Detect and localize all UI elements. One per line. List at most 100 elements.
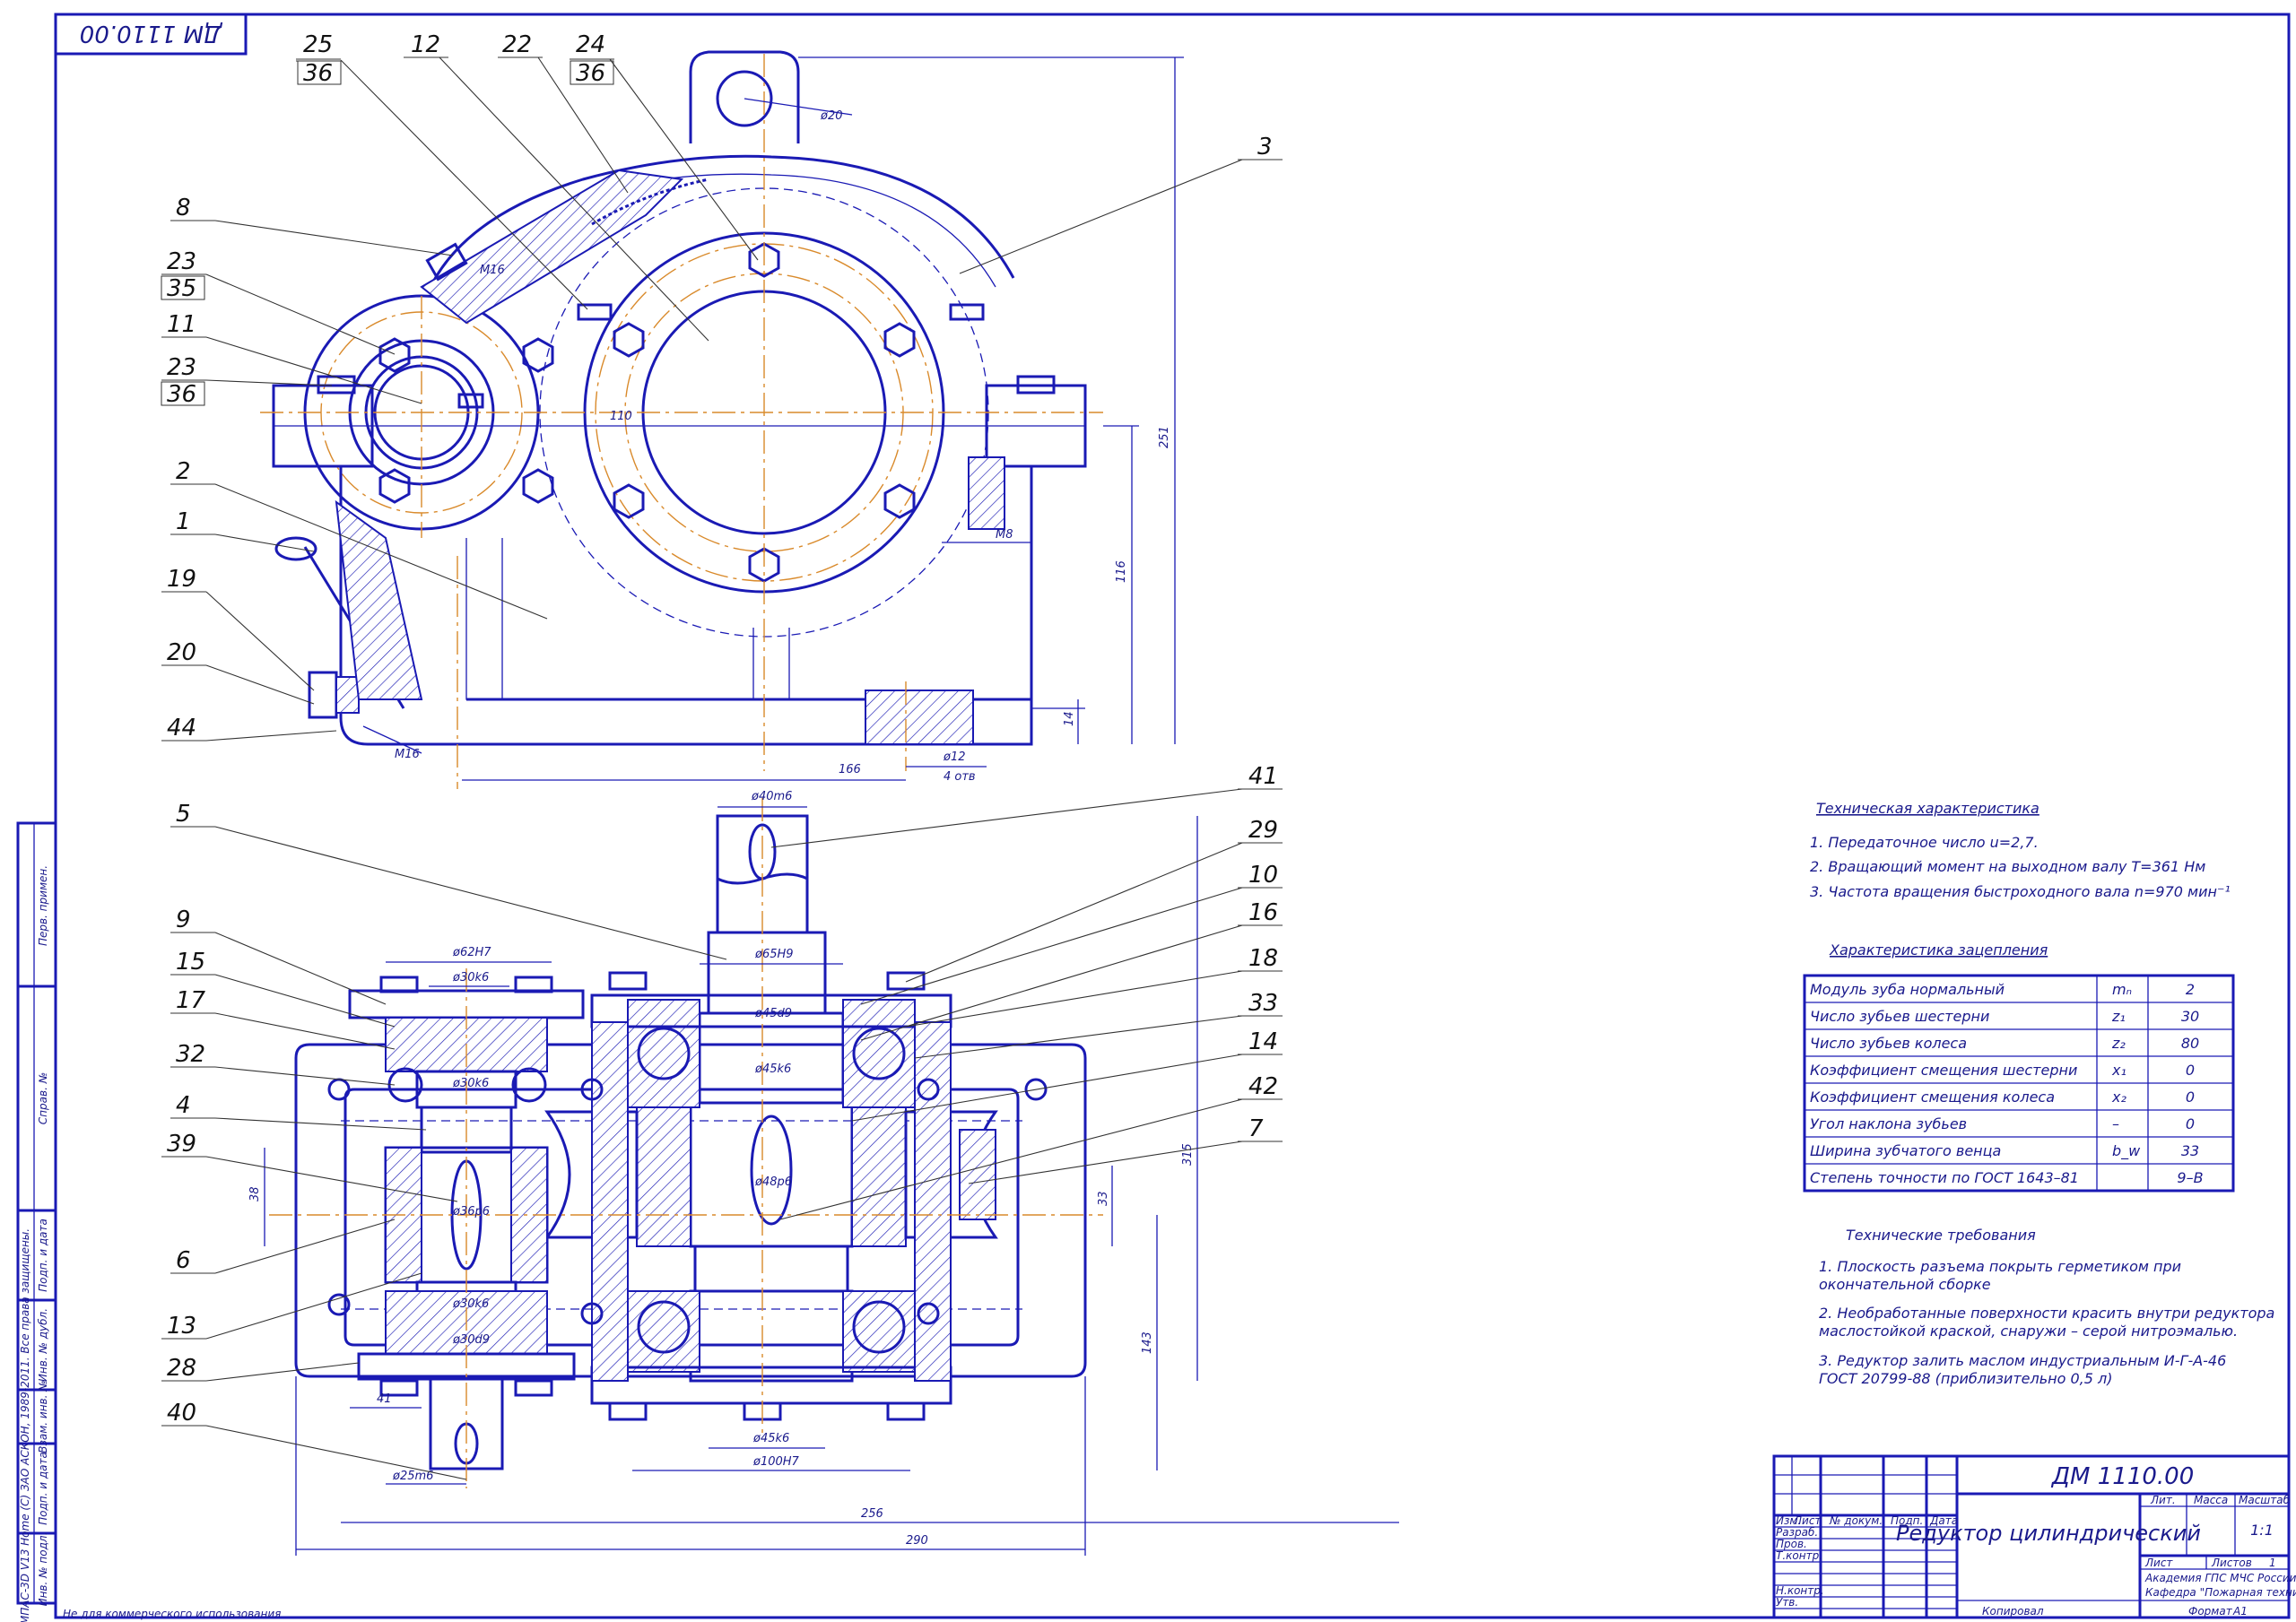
mesh-name: Ширина зубчатого венца: [1810, 1142, 2001, 1159]
dim-d100H7: ø100H7: [752, 1455, 800, 1469]
dim-251: 251: [1158, 426, 1171, 448]
pos-18: 18: [1248, 945, 1278, 972]
table-row: Ширина зубчатого венца b_w 33: [1810, 1142, 2199, 1160]
pos-11: 11: [167, 311, 196, 338]
tb-designation: ДМ 1110.00: [2051, 1463, 2195, 1490]
mesh-name: Число зубьев колеса: [1810, 1035, 1967, 1052]
tb-list: Лист: [1793, 1514, 1822, 1527]
tb-format-val: A1: [2232, 1605, 2248, 1618]
req-1-line-2: окончательной сборке: [1819, 1276, 1991, 1293]
mesh-sym: mₙ: [2112, 981, 2132, 998]
dim-m16-top: M16: [480, 264, 505, 277]
dim-33: 33: [1097, 1191, 1110, 1206]
dim-d45d9: ø45d9: [754, 1007, 792, 1020]
dim-m16-bottom: M16: [395, 748, 420, 761]
mesh-val: 0: [2186, 1089, 2195, 1106]
tb-izm: Изм.: [1776, 1514, 1801, 1527]
dim-d20: ø20: [820, 109, 843, 123]
tb-role-dev: Разраб.: [1776, 1526, 1818, 1539]
dim-d12: ø12: [943, 750, 966, 764]
noncommercial-note: Не для коммерческого использования: [63, 1608, 281, 1620]
mesh-val: 9–B: [2177, 1169, 2203, 1186]
pos-42: 42: [1248, 1073, 1278, 1100]
mesh-val: 80: [2181, 1035, 2199, 1052]
table-row: Число зубьев колеса z₂ 80: [1810, 1035, 2199, 1052]
sheet-frame: ДМ 1110.00 Перв. примен. Справ. № Подп. …: [16, 13, 2291, 1622]
pos-41: 41: [1248, 763, 1278, 790]
tb-scale: 1:1: [2250, 1522, 2274, 1539]
pos-7: 7: [1248, 1115, 1264, 1142]
dim-143: 143: [1141, 1331, 1154, 1354]
dim-d25m6: ø25m6: [392, 1470, 433, 1483]
field-dup-inv: Инв. № дубл.: [37, 1308, 49, 1382]
tb-copied: Копировал: [1982, 1605, 2044, 1618]
dim-166: 166: [839, 763, 861, 776]
pos-15: 15: [176, 949, 205, 976]
tb-sheets-val: 1: [2269, 1557, 2276, 1569]
field-sign-date-2: Подп. и дата: [37, 1452, 49, 1525]
dim-d45k6-b: ø45k6: [752, 1432, 789, 1445]
pos-3: 3: [1257, 134, 1273, 160]
pos-23b-sub: 36: [167, 381, 196, 408]
tb-role-tcontrol: Т.контр.: [1776, 1549, 1822, 1562]
tb-format: Формат: [2188, 1605, 2233, 1618]
tb-org-2: Кафедра "Пожарная техника": [2145, 1586, 2296, 1599]
pos-32: 32: [176, 1041, 205, 1068]
pos-24: 24: [576, 31, 605, 58]
tb-sign: Подп.: [1891, 1514, 1923, 1527]
pos-4: 4: [176, 1092, 191, 1119]
mesh-sym: –: [2112, 1115, 2119, 1132]
pos-17: 17: [176, 987, 206, 1014]
pos-14: 14: [1248, 1028, 1278, 1055]
mesh-val: 0: [2186, 1062, 2195, 1079]
pos-9: 9: [176, 906, 191, 933]
req-2-line-1: 2. Необработанные поверхности красить вн…: [1819, 1305, 2274, 1322]
tb-role-ncontrol: Н.контр.: [1776, 1584, 1824, 1597]
pos-20: 20: [167, 639, 196, 666]
mesh-val: 33: [2181, 1142, 2199, 1159]
table-row: Коэффициент смещения колеса x₂ 0: [1810, 1089, 2195, 1106]
dim-d30k6-c: ø30k6: [452, 1297, 489, 1311]
pos-23b: 23: [167, 354, 196, 381]
dim-290: 290: [906, 1534, 928, 1548]
pos-6: 6: [176, 1247, 191, 1274]
field-orig-inv: Инв. № подл.: [37, 1532, 49, 1607]
tech-characteristics: Техническая характеристика 1. Передаточн…: [1810, 800, 2231, 900]
tb-col-mass: Масса: [2194, 1494, 2228, 1506]
pos-13: 13: [167, 1313, 196, 1340]
mesh-val: 2: [2186, 981, 2195, 998]
mesh-name: Число зубьев шестерни: [1810, 1008, 1989, 1025]
tech-char-title: Техническая характеристика: [1816, 800, 2039, 817]
mesh-name: Степень точности по ГОСТ 1643–81: [1810, 1169, 2079, 1186]
field-first-use: Перв. примен.: [37, 865, 49, 946]
tb-sheet: Лист: [2144, 1557, 2173, 1569]
pos-29: 29: [1248, 817, 1278, 844]
mesh-val: 0: [2186, 1115, 2195, 1132]
table-row: Коэффициент смещения шестерни x₁ 0: [1810, 1062, 2195, 1079]
mesh-val: 30: [2181, 1008, 2199, 1025]
dim-d36p6: ø36p6: [452, 1205, 490, 1219]
mesh-title: Характеристика зацепления: [1829, 941, 2048, 958]
pos-5: 5: [176, 801, 191, 828]
dim-d30k6-b: ø30k6: [452, 1077, 489, 1090]
pos-2: 2: [176, 458, 191, 485]
pos-40: 40: [167, 1400, 196, 1427]
dim-41: 41: [377, 1392, 392, 1406]
dim-d48p6: ø48p6: [754, 1175, 792, 1189]
dim-d30k6-a: ø30k6: [452, 971, 489, 984]
pos-22: 22: [502, 31, 532, 58]
table-row: Число зубьев шестерни z₁ 30: [1810, 1008, 2199, 1025]
req-1-line-1: 1. Плоскость разъема покрыть герметиком …: [1819, 1258, 2181, 1275]
pos-12: 12: [411, 31, 440, 58]
mesh-name: Угол наклона зубьев: [1810, 1115, 1967, 1132]
dim-38: 38: [248, 1186, 262, 1201]
pos-8: 8: [176, 195, 191, 221]
pos-25-sub: 36: [303, 60, 333, 87]
mesh-sym: b_w: [2112, 1142, 2141, 1160]
front-view-callouts: 25 36 12 22 24 36 3 8 23 35 11: [161, 31, 1283, 742]
dim-315: 315: [1181, 1143, 1195, 1166]
dim-aw: 110: [610, 410, 632, 423]
req-3-line-1: 3. Редуктор залить маслом индустриальным…: [1819, 1352, 2226, 1369]
dim-14: 14: [1063, 711, 1076, 726]
